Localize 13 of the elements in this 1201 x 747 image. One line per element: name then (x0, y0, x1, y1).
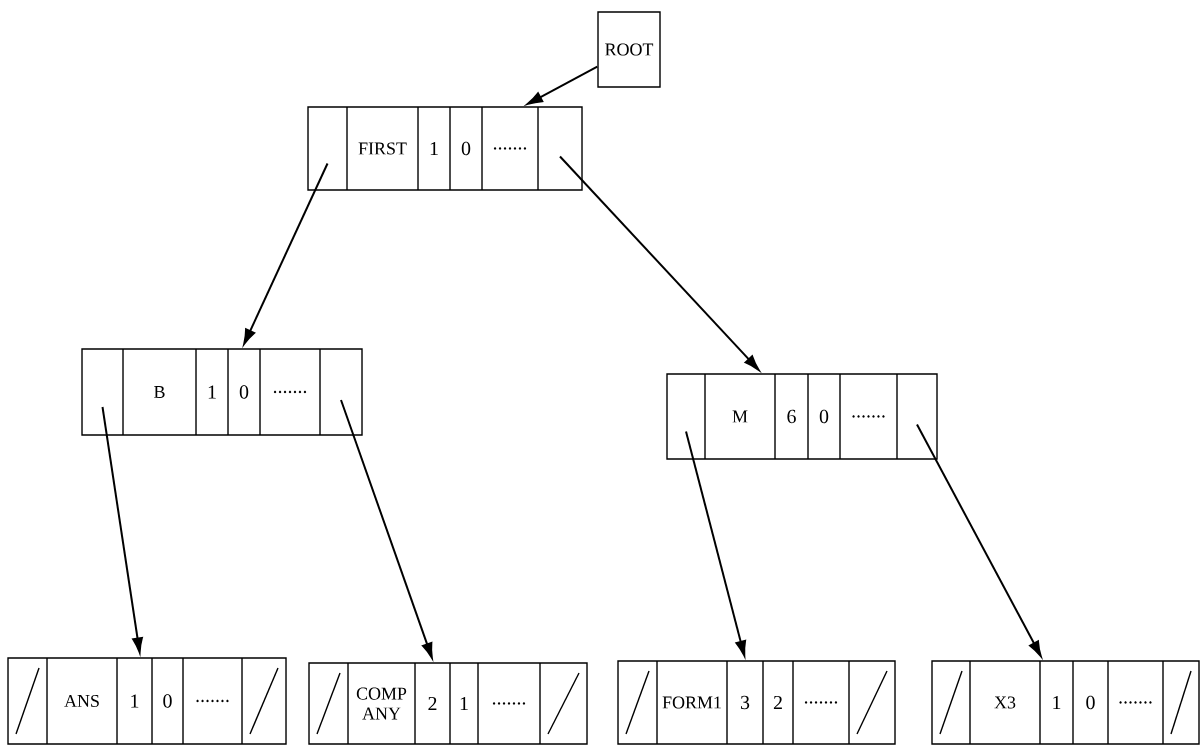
record-box: ANS 1 0 ....... (7, 657, 287, 745)
record-box: X3 1 0 ....... (931, 660, 1200, 745)
pointer-box: ROOT (597, 11, 661, 88)
arrow (685, 430, 747, 657)
arrow (340, 399, 433, 659)
arrow (559, 155, 760, 371)
record-box: M 6 0 ....... (666, 373, 938, 460)
record-box: FORM1 3 2 ....... (617, 660, 896, 745)
record-box: COMP ANY 2 1 ....... (308, 662, 588, 745)
record-box: FIRST 1 0 ....... (307, 106, 583, 191)
arrow (526, 65, 599, 105)
record-box: B 1 0 ....... (81, 348, 363, 436)
arrow (101, 406, 143, 654)
